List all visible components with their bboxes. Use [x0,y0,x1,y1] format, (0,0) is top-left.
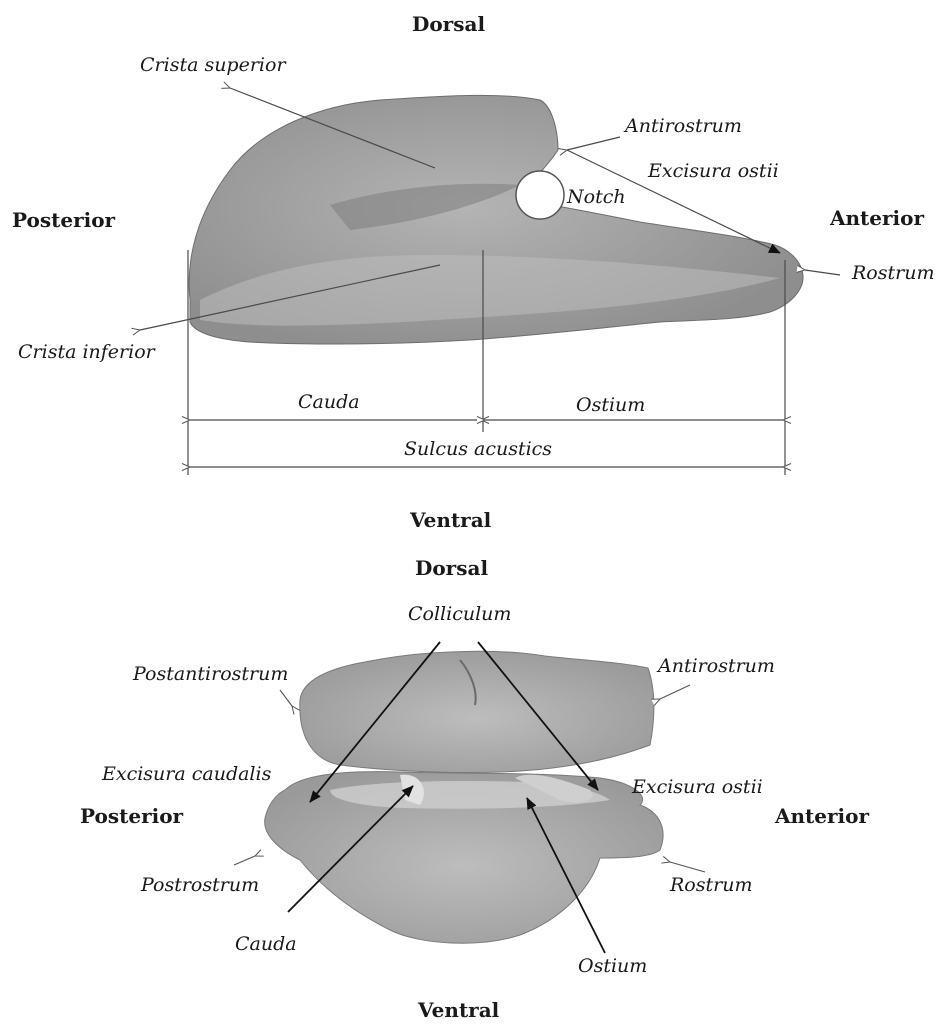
top-ventral-label: Ventral [410,510,491,530]
top-anterior-label: Anterior [830,208,924,228]
top-sulcus-acusticus-label: Sulcus acustics [404,440,552,459]
bottom-postantirostrum-label: Postantirostrum [133,665,288,684]
top-excisura-ostii-label: Excisura ostii [648,162,779,181]
bottom-cauda-label: Cauda [235,935,297,954]
top-ostium-label: Ostium [576,396,645,415]
bottom-ventral-label: Ventral [418,1000,499,1020]
bottom-excisura-caudalis-label: Excisura caudalis [102,765,271,784]
top-crista-superior-label: Crista superior [140,56,286,75]
bottom-dorsal-label: Dorsal [415,558,488,578]
top-notch-label: Notch [567,188,626,207]
top-dorsal-label: Dorsal [412,14,485,34]
bottom-excisura-ostii-label: Excisura ostii [632,778,763,797]
top-cauda-label: Cauda [298,393,360,412]
top-antirostrum-label: Antirostrum [625,117,742,136]
bottom-postrostrum-label: Postrostrum [141,876,259,895]
top-crista-inferior-label: Crista inferior [18,343,155,362]
bottom-anterior-label: Anterior [775,806,869,826]
bottom-rostrum-label: Rostrum [670,876,752,895]
bottom-posterior-label: Posterior [80,806,183,826]
bottom-ostium-label: Ostium [578,957,647,976]
bottom-colliculum-label: Colliculum [408,605,511,624]
bottom-antirostrum-label: Antirostrum [658,657,775,676]
top-posterior-label: Posterior [12,210,115,230]
top-rostrum-label: Rostrum [852,264,934,283]
bottom-otolith-shape [265,651,663,943]
